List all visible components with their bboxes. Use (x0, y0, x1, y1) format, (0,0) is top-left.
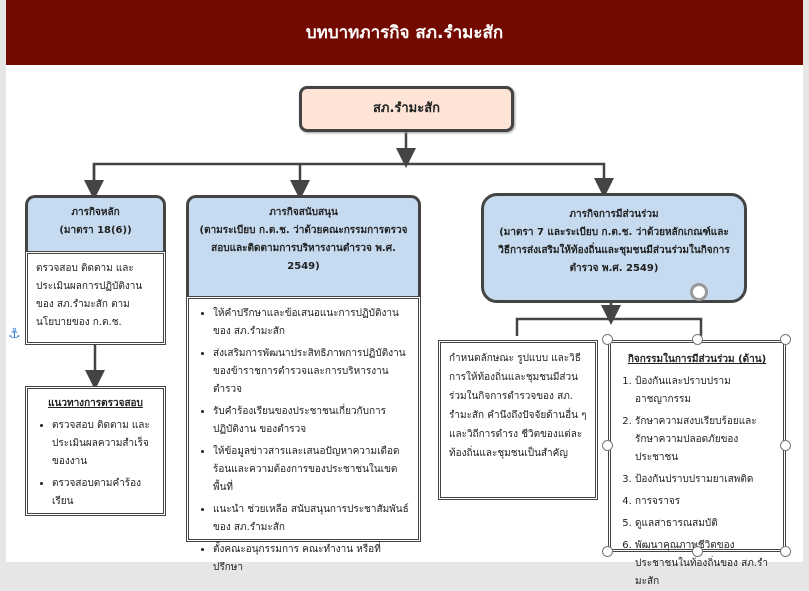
resize-handle[interactable] (602, 334, 613, 345)
resize-handle[interactable] (780, 334, 791, 345)
resize-handle[interactable] (602, 546, 613, 557)
connector-branch (92, 162, 614, 198)
participation-mission-title: ภารกิจการมีส่วนร่วม (569, 209, 659, 220)
resize-handle[interactable] (780, 440, 791, 451)
resize-handle[interactable] (780, 546, 791, 557)
support-item: ให้คำปรึกษาและข้อเสนอแนะการปฏิบัติงานของ… (213, 305, 410, 341)
main-mission-header: ภารกิจหลัก (มาตรา 18(6)) (25, 195, 166, 251)
support-mission-header: ภารกิจสนับสนุน (ตามระเบียบ ก.ต.ช. ว่าด้ว… (186, 195, 421, 296)
support-mission-body: ให้คำปรึกษาและข้อเสนอแนะการปฏิบัติงานของ… (186, 296, 421, 573)
activity-item: พัฒนาคุณภาพชีวิตของประชาชนในท้องถิ่นของ … (635, 537, 775, 591)
support-item: แนะนำ ช่วยเหลือ สนับสนุนการประชาสัมพันธ์… (213, 501, 410, 537)
main-mission-title: ภารกิจหลัก (71, 207, 120, 218)
activity-item: ป้องกันและปราบปรามอาชญากรรม (635, 373, 775, 409)
support-item: ให้ข้อมูลข่าวสารและเสนอปัญหาความเดือดร้อ… (213, 443, 410, 497)
support-item: ตั้งคณะอนุกรรมการ คณะทำงาน หรือที่ปรึกษา (213, 541, 410, 577)
activities-box[interactable]: กิจกรรมในการมีส่วนร่วม (ด้าน) ป้องกันและ… (608, 340, 786, 587)
root-node: สภ.รำมะสัก (299, 86, 514, 132)
resize-handle[interactable] (692, 546, 703, 557)
guideline-item: ตรวจสอบ ติดตาม และประเมินผลความสำเร็จของ… (52, 417, 155, 471)
activities-title: กิจกรรมในการมีส่วนร่วม (627, 354, 735, 365)
guidelines-title: แนวทางการตรวจสอบ (48, 398, 143, 409)
page-title: บทบาทภารกิจ สภ.รำมะสัก (6, 0, 803, 65)
support-mission-subtitle: (ตามระเบียบ ก.ต.ช. ว่าด้วยคณะกรรมการตรวจ… (199, 225, 408, 272)
support-mission-title: ภารกิจสนับสนุน (269, 207, 338, 218)
activity-item: การจราจร (635, 493, 775, 511)
activity-item: ดูแลสาธารณสมบัติ (635, 515, 775, 533)
connector-participation (515, 317, 703, 336)
guidelines-box: แนวทางการตรวจสอบ ตรวจสอบ ติดตาม และประเม… (25, 386, 166, 516)
participation-mission-subtitle: (มาตรา 7 และระเบียบ ก.ต.ช. ว่าด้วยหลักเก… (498, 227, 730, 274)
participation-mission-header: ภารกิจการมีส่วนร่วม (มาตรา 7 และระเบียบ … (481, 193, 747, 303)
activity-item: รักษาความสงบเรียบร้อยและรักษาความปลอดภัย… (635, 413, 775, 467)
support-item: รับคำร้องเรียนของประชาชนเกี่ยวกับการปฏิบ… (213, 403, 410, 439)
resize-handle[interactable] (692, 334, 703, 345)
anchor-icon: ⚓ (8, 326, 21, 342)
main-mission-subtitle: (มาตรา 18(6)) (59, 225, 132, 236)
activities-suffix: (ด้าน) (734, 354, 767, 365)
connectors (84, 132, 703, 390)
resize-handle[interactable] (602, 440, 613, 451)
rotate-handle-icon[interactable] (690, 283, 708, 301)
participation-body: กำหนดลักษณะ รูปแบบ และวิธีการให้ท้องถิ่น… (438, 340, 598, 500)
activity-item: ป้องกันปราบปรามยาเสพติด (635, 471, 775, 489)
guideline-item: ตรวจสอบตามคำร้องเรียน (52, 475, 155, 511)
support-item: ส่งเสริมการพัฒนาประสิทธิภาพการปฏิบัติงาน… (213, 345, 410, 399)
main-mission-body: ตรวจสอบ ติดตาม และประเมินผลการปฏิบัติงาน… (25, 251, 166, 345)
